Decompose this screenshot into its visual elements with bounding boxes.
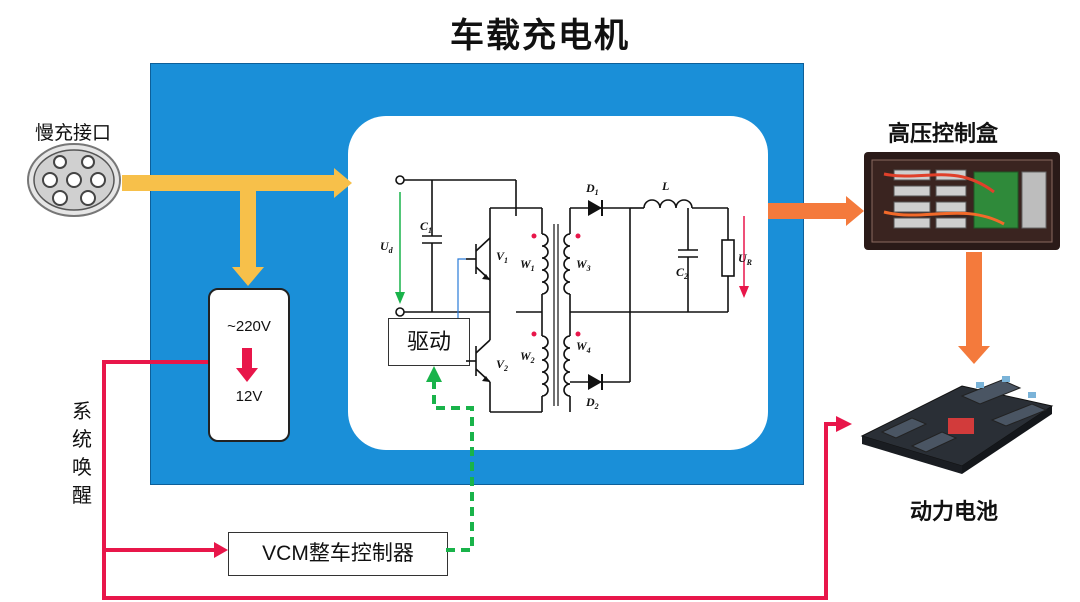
flyback-circuit-schematic: Ud C1 V1 V2 W1 W2 W3 W4 D1 D2 L C2 UR <box>380 175 753 413</box>
power-battery-label: 动力电池 <box>910 499 999 524</box>
diagram-title: 车载充电机 <box>450 16 630 56</box>
hv-control-box-label: 高压控制盒 <box>888 121 999 146</box>
label-ud: Ud <box>380 239 394 255</box>
vcm-controller-box: VCM整车控制器 <box>228 532 448 576</box>
driver-box: 驱动 <box>388 318 470 366</box>
label-w2: W2 <box>520 349 535 365</box>
converter-output-label: 12V <box>235 388 263 405</box>
label-ur: UR <box>738 251 753 267</box>
vcm-control-signal <box>426 366 474 552</box>
ac-power-arrow <box>122 168 352 286</box>
label-c2: C2 <box>676 265 688 281</box>
hv-output-arrow <box>768 196 864 226</box>
step-down-arrow <box>236 348 258 382</box>
label-w1: W1 <box>520 257 535 273</box>
label-l: L <box>661 179 669 193</box>
label-w4: W4 <box>576 339 591 355</box>
hv-control-box-image <box>864 152 1060 250</box>
label-v2: V2 <box>496 357 508 373</box>
hv-to-battery-arrow <box>958 252 990 364</box>
label-d2: D2 <box>585 395 599 411</box>
label-d1: D1 <box>585 181 599 197</box>
wake-to-battery-arrowhead <box>836 416 852 432</box>
system-wake-label: 系统唤醒 <box>72 401 92 507</box>
converter-input-label: ~220V <box>227 318 271 335</box>
label-c1: C1 <box>420 219 432 235</box>
wake-to-vcm-arrowhead <box>214 542 228 558</box>
diode-d2-symbol <box>588 374 602 390</box>
power-battery-image <box>860 376 1054 474</box>
charge-port-icon <box>27 143 121 217</box>
label-v1: V1 <box>496 249 508 265</box>
slow-charge-port-label: 慢充接口 <box>34 123 111 144</box>
label-w3: W3 <box>576 257 591 273</box>
diode-d1-symbol <box>588 200 602 216</box>
wake-signal-line <box>102 360 838 600</box>
